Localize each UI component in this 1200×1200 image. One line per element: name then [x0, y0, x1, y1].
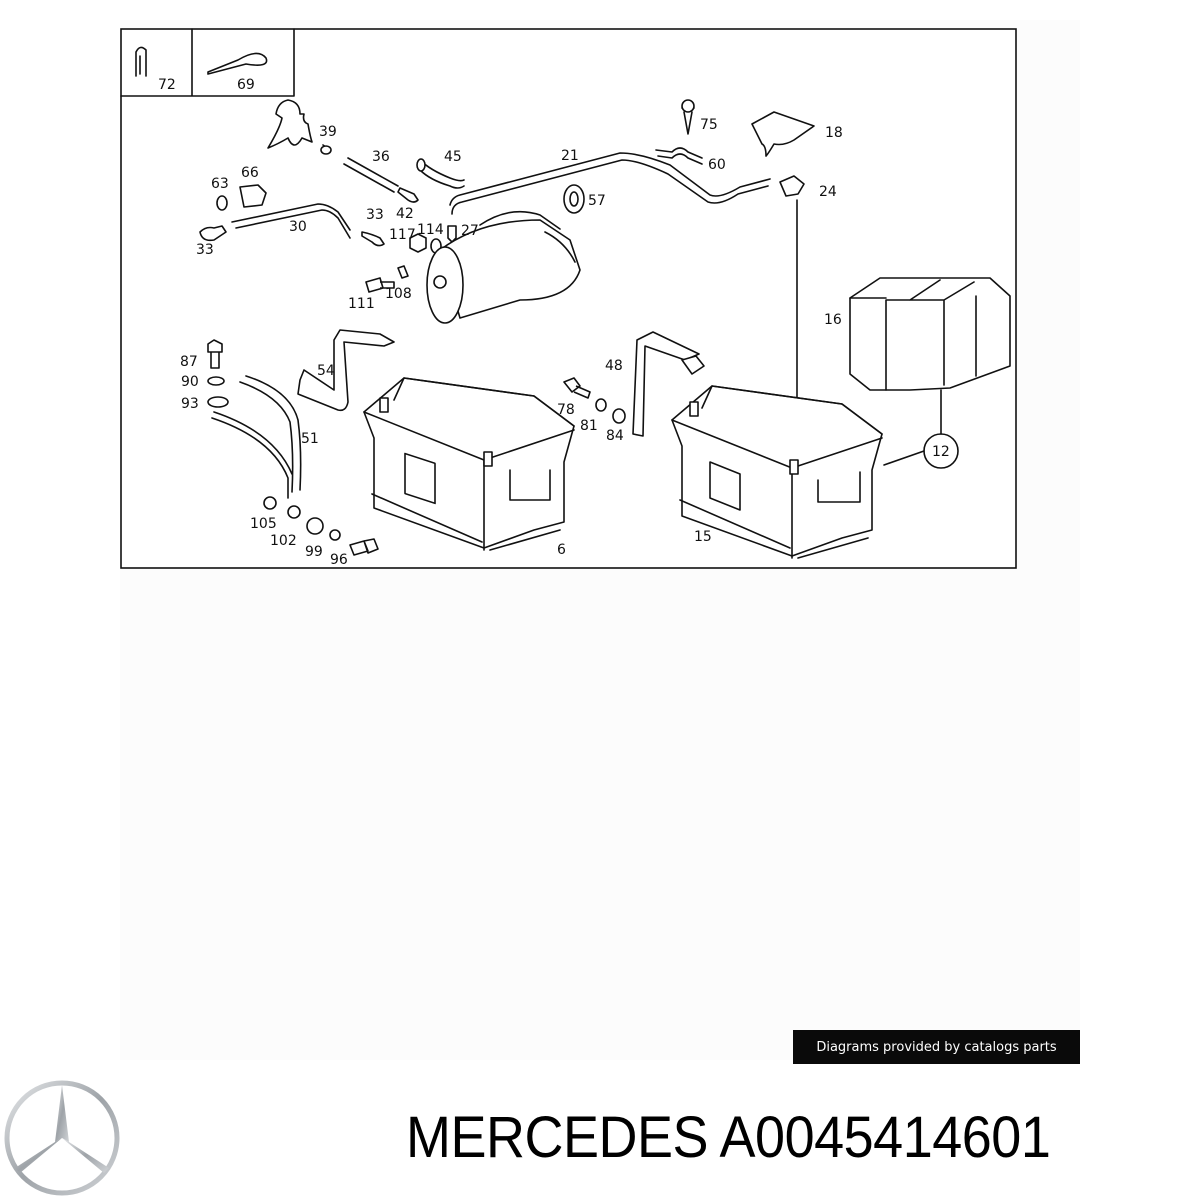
terminal-part-66: [239, 184, 267, 208]
part-label: 27: [461, 223, 479, 239]
part-title: MERCEDES A0045414601: [406, 1105, 1051, 1170]
part-label: 93: [181, 396, 199, 412]
part-label: 42: [396, 206, 414, 222]
part-label: 90: [181, 374, 199, 390]
nut-part-84: [612, 408, 626, 424]
battery-cover-part-16: [849, 277, 1011, 391]
bolt-part-111: [365, 277, 395, 293]
part-label: 54: [317, 363, 335, 379]
diagram-credit-banner: Diagrams provided by catalogs parts: [793, 1030, 1080, 1064]
washer-part-93: [207, 396, 229, 408]
washer-part-81: [595, 398, 607, 412]
part-label: 66: [241, 165, 259, 181]
washer-part-102: [329, 529, 341, 541]
part-label: 117: [389, 227, 416, 243]
cable-part-30: [231, 203, 351, 239]
mercedes-star-logo: [4, 1080, 120, 1196]
part-label: 81: [580, 418, 598, 434]
part-label: 111: [348, 296, 375, 312]
bolt-part-96: [349, 538, 379, 556]
part-label: 36: [372, 149, 390, 165]
part-label: 33: [196, 242, 214, 258]
bolt-part-78: [563, 377, 591, 399]
part-label: 57: [588, 193, 606, 209]
clip-part-108: [397, 265, 409, 279]
part-label: 12: [932, 444, 950, 460]
banner-text: Diagrams provided by catalogs parts: [816, 1039, 1057, 1055]
part-label: 48: [605, 358, 623, 374]
washer-part-90: [207, 376, 225, 386]
battery-part-6: [363, 377, 575, 551]
part-label: 21: [561, 148, 579, 164]
part-label: 105: [250, 516, 277, 532]
lug-part-33: [361, 231, 385, 247]
cable-tie-part-69: [207, 52, 268, 75]
part-label: 72: [158, 77, 176, 93]
part-label: 6: [557, 542, 566, 558]
part-label: 63: [211, 176, 229, 192]
part-label: 96: [330, 552, 348, 568]
part-label: 87: [180, 354, 198, 370]
starter-motor: [426, 210, 581, 324]
nut-part-117: [409, 233, 427, 253]
lug-part-42: [397, 187, 419, 203]
bracket-part-54: [297, 329, 395, 412]
tube-part-21: [449, 152, 771, 215]
part-label: 75: [700, 117, 718, 133]
part-label: 78: [557, 402, 575, 418]
lug-part-33-left: [199, 225, 227, 242]
part-label: 39: [319, 124, 337, 140]
cap-part-18: [751, 111, 815, 157]
hose-part-45: [419, 159, 465, 189]
part-label: 60: [708, 157, 726, 173]
bracket-part-39: [267, 99, 313, 149]
part-label: 33: [366, 207, 384, 223]
washer-part-99: [306, 517, 324, 535]
nut-part-105: [263, 496, 277, 510]
grommet-part-57: [563, 184, 585, 214]
part-number-labels: 72 69 39 36 45 21 75 60 18 24 63 66 57 3…: [158, 77, 950, 568]
part-label: 15: [694, 529, 712, 545]
terminal-part-48b: [681, 355, 705, 375]
part-label: 99: [305, 544, 323, 560]
part-label: 108: [385, 286, 412, 302]
part-label: 84: [606, 428, 624, 444]
part-label: 102: [270, 533, 297, 549]
part-label: 30: [289, 219, 307, 235]
clip-part-72: [135, 46, 147, 77]
part-label: 45: [444, 149, 462, 165]
terminal-part-24: [779, 175, 805, 197]
battery-part-15: [671, 385, 883, 559]
ground-cable-part-51: [211, 375, 302, 499]
part-label: 51: [301, 431, 319, 447]
part-label: 69: [237, 77, 255, 93]
part-label: 16: [824, 312, 842, 328]
clamp-part-60: [655, 147, 703, 165]
nut-part-63: [216, 195, 228, 211]
bolt-part-87: [207, 339, 223, 369]
part-label: 114: [417, 222, 444, 238]
part-label: 24: [819, 184, 837, 200]
part-label: 18: [825, 125, 843, 141]
